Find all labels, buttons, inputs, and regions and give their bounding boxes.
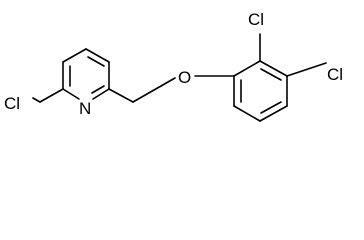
bond bbox=[108, 88, 134, 103]
bond bbox=[87, 56, 105, 67]
bond bbox=[62, 88, 80, 100]
bond bbox=[233, 60, 261, 77]
bond bbox=[260, 68, 282, 81]
bond bbox=[62, 48, 87, 63]
atom-cl-ortho: Cl bbox=[248, 10, 264, 29]
bond bbox=[260, 101, 282, 114]
bond bbox=[259, 60, 288, 77]
bond bbox=[132, 77, 176, 103]
atom-o-ether: O bbox=[178, 68, 191, 87]
bond bbox=[91, 85, 105, 94]
structure-drawing: Cl N O Cl Cl bbox=[4, 10, 343, 122]
bond bbox=[92, 88, 110, 100]
atom-cl-para: Cl bbox=[327, 65, 343, 84]
atom-cl-pyridine: Cl bbox=[4, 94, 20, 113]
molecule-diagram: Cl N O Cl Cl bbox=[4, 10, 343, 122]
bond bbox=[233, 105, 261, 122]
linker-bonds bbox=[108, 75, 235, 103]
atom-n-pyridine: N bbox=[79, 99, 91, 118]
bond bbox=[286, 62, 327, 77]
bond bbox=[85, 48, 110, 63]
pyridine-ring bbox=[39, 48, 110, 103]
bond bbox=[39, 88, 64, 103]
bond bbox=[32, 97, 41, 103]
bond bbox=[259, 105, 288, 122]
substituent-bonds bbox=[32, 33, 327, 103]
dichlorophenyl-ring bbox=[233, 60, 288, 122]
